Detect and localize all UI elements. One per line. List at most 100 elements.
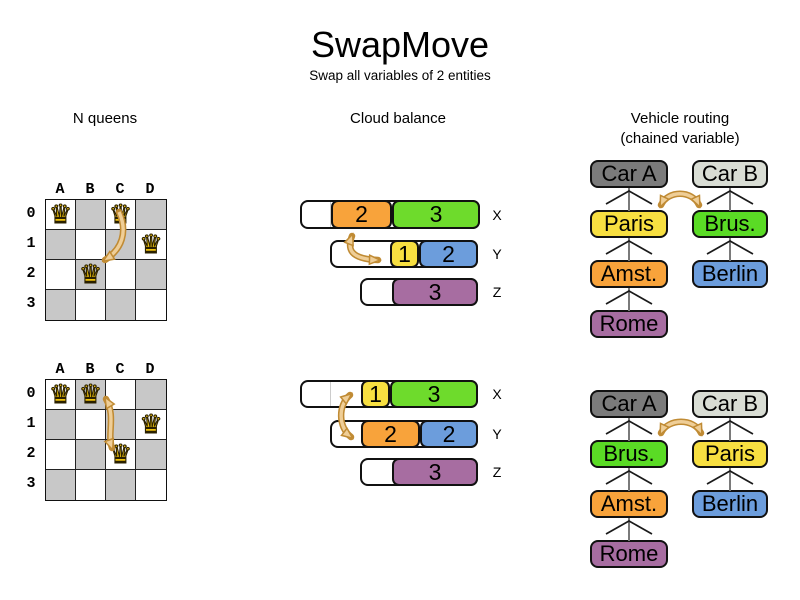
board-cell bbox=[136, 440, 166, 470]
process-box: 2 bbox=[361, 420, 420, 448]
vehicle-header: Vehicle routing bbox=[630, 110, 730, 127]
queen-icon: ♛ bbox=[108, 199, 133, 230]
row-label: 2 bbox=[26, 445, 36, 462]
col-label: A bbox=[55, 181, 65, 198]
queen-icon: ♛ bbox=[78, 259, 103, 290]
board-cell bbox=[46, 230, 76, 260]
process-value: 2 bbox=[442, 240, 455, 267]
vehicle-box: Car B bbox=[692, 390, 768, 418]
swap-arrow-vehicle-before bbox=[657, 190, 703, 205]
board-cell: ♛ bbox=[136, 409, 166, 440]
city-box: Paris bbox=[590, 210, 668, 238]
page-title: SwapMove bbox=[310, 24, 490, 65]
col-label: C bbox=[115, 361, 125, 378]
board-cell bbox=[76, 230, 106, 260]
board-cell: ♛ bbox=[46, 379, 76, 410]
row-label: 3 bbox=[26, 295, 36, 312]
process-value: 1 bbox=[398, 240, 411, 267]
queen-icon: ♛ bbox=[48, 379, 73, 410]
queen-icon: ♛ bbox=[48, 199, 73, 230]
vehicle-box: Car A bbox=[590, 390, 668, 418]
board-cell: ♛ bbox=[76, 259, 106, 290]
col-label: A bbox=[55, 361, 65, 378]
chain-connectors-before-left bbox=[605, 188, 653, 311]
city-box: Rome bbox=[590, 310, 668, 338]
page-subtitle: Swap all variables of 2 entities bbox=[309, 68, 491, 83]
process-box: 1 bbox=[390, 240, 419, 268]
computer-label: Z bbox=[492, 464, 502, 480]
cloud-header: Cloud balance bbox=[350, 110, 446, 127]
nqueens-header: N queens bbox=[72, 110, 138, 127]
process-box: 2 bbox=[419, 240, 478, 268]
vehicle-box: Car B bbox=[692, 160, 768, 188]
city-box: Berlin bbox=[692, 260, 768, 288]
city-box: Amst. bbox=[590, 260, 668, 288]
col-label: B bbox=[85, 181, 95, 198]
city-box: Brus. bbox=[590, 440, 668, 468]
board-cell bbox=[106, 230, 136, 260]
queen-icon: ♛ bbox=[78, 379, 103, 410]
board-cell bbox=[136, 200, 166, 230]
board-cell: ♛ bbox=[136, 229, 166, 260]
city-box: Rome bbox=[590, 540, 668, 568]
board-cell bbox=[136, 260, 166, 290]
col-label: D bbox=[145, 181, 155, 198]
divider-line bbox=[330, 382, 331, 406]
process-value: 3 bbox=[427, 380, 441, 407]
computer-label: Y bbox=[492, 426, 502, 442]
process-value: 1 bbox=[369, 380, 382, 407]
process-value: 3 bbox=[429, 201, 443, 227]
board-cell bbox=[46, 260, 76, 290]
process-box: 3 bbox=[392, 278, 478, 306]
computer-label: X bbox=[492, 207, 502, 223]
board-cell bbox=[76, 410, 106, 440]
process-value: 2 bbox=[384, 420, 397, 447]
process-box: 2 bbox=[331, 200, 392, 229]
computer-label: Z bbox=[492, 284, 502, 300]
chessboard-before: ♛ ♛ ♛ ♛ bbox=[45, 199, 167, 321]
board-cell: ♛ bbox=[46, 199, 76, 230]
queen-icon: ♛ bbox=[108, 439, 133, 470]
divider-line bbox=[330, 202, 331, 227]
city-box: Amst. bbox=[590, 490, 668, 518]
row-label: 0 bbox=[26, 385, 36, 402]
queen-icon: ♛ bbox=[139, 229, 163, 260]
col-label: C bbox=[115, 181, 125, 198]
row-label: 1 bbox=[26, 235, 36, 252]
process-value: 2 bbox=[442, 420, 456, 447]
board-cell: ♛ bbox=[76, 379, 106, 410]
board-cell: ♛ bbox=[106, 199, 136, 230]
chessboard-after: ♛ ♛ ♛ ♛ bbox=[45, 379, 167, 501]
process-value: 2 bbox=[355, 201, 368, 227]
vehicle-box: Car A bbox=[590, 160, 668, 188]
process-box: 2 bbox=[420, 420, 478, 448]
queen-icon: ♛ bbox=[139, 409, 163, 440]
board-cell: ♛ bbox=[106, 439, 136, 470]
city-box: Brus. bbox=[692, 210, 768, 238]
city-box: Paris bbox=[692, 440, 768, 468]
swap-arrow-vehicle-after bbox=[657, 418, 705, 433]
board-cell bbox=[46, 290, 76, 320]
board-cell bbox=[76, 440, 106, 470]
computer-label: X bbox=[492, 386, 502, 402]
row-label: 1 bbox=[26, 415, 36, 432]
row-label: 3 bbox=[26, 475, 36, 492]
board-cell bbox=[106, 410, 136, 440]
process-box: 1 bbox=[361, 380, 390, 408]
vehicle-subheader: (chained variable) bbox=[620, 130, 740, 147]
board-cell bbox=[136, 380, 166, 410]
board-cell bbox=[136, 470, 166, 500]
col-label: D bbox=[145, 361, 155, 378]
city-box: Berlin bbox=[692, 490, 768, 518]
process-value: 3 bbox=[428, 458, 442, 485]
board-cell bbox=[46, 470, 76, 500]
board-cell bbox=[136, 290, 166, 320]
row-label: 2 bbox=[26, 265, 36, 282]
computer-label: Y bbox=[492, 246, 502, 262]
process-box: 3 bbox=[392, 458, 478, 486]
board-cell bbox=[76, 290, 106, 320]
board-cell bbox=[106, 290, 136, 320]
board-cell bbox=[76, 470, 106, 500]
process-box: 3 bbox=[390, 380, 478, 408]
